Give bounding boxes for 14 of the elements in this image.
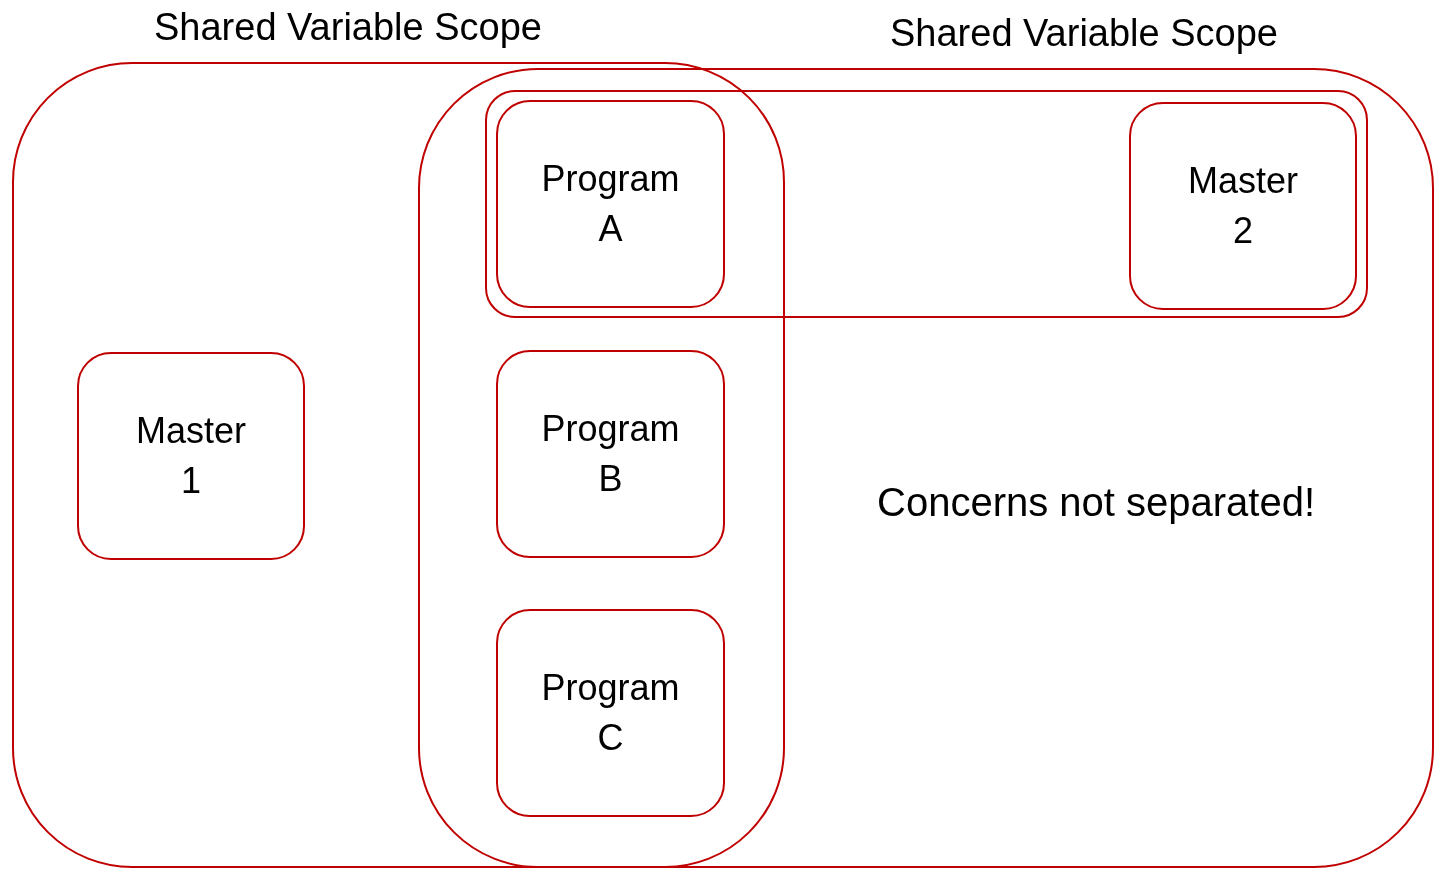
group-outline [485,90,1368,318]
box-label: Master 1 [136,409,246,503]
program-box [496,100,725,308]
scope-title: Shared Variable Scope [154,6,542,49]
program-box [496,609,725,817]
box-label: Program A [541,157,680,251]
master-box [77,352,305,560]
box-label: Program C [541,666,680,760]
scope-title: Shared Variable Scope [890,12,1278,55]
program-box [496,350,725,558]
box-label: Master 2 [1188,159,1298,253]
note-text: Concerns not separated! [877,480,1316,525]
master-box [1129,102,1357,310]
box-label: Program B [541,407,680,501]
